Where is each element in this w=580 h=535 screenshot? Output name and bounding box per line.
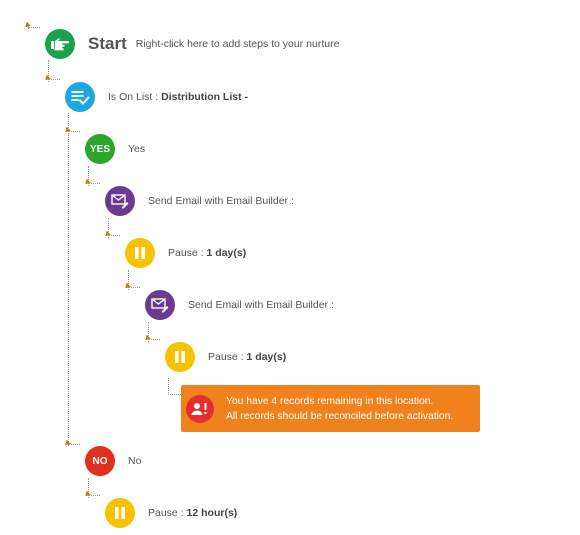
condition-label: Is On List : Distribution List - — [108, 91, 248, 103]
connector-pause2-h — [168, 394, 181, 395]
warning-line-1: You have 4 records remaining in this loc… — [226, 395, 434, 407]
no-badge-text: NO — [92, 455, 108, 467]
pause-value-3: 12 hour(s) — [186, 507, 238, 519]
send-email-label-2: Send Email with Email Builder : — [188, 299, 334, 311]
expand-toggle-start[interactable] — [23, 21, 31, 30]
connector-pause2-v — [168, 378, 169, 395]
pause-value-2: 1 day(s) — [246, 351, 287, 363]
connector-start-h — [48, 79, 60, 80]
connector-cond-h-no — [68, 444, 80, 445]
start-hint: Right-click here to add steps to your nu… — [135, 38, 340, 50]
pause-label-1: Pause : 1 day(s) — [168, 247, 246, 259]
pause-icon — [105, 498, 135, 528]
expand-toggle-pause3[interactable] — [83, 490, 91, 499]
no-label: No — [128, 455, 142, 467]
yes-branch-node[interactable]: YES Yes — [85, 134, 145, 164]
connector-no-h — [88, 495, 100, 496]
warning-text: You have 4 records remaining in this loc… — [226, 394, 453, 424]
expand-toggle-no[interactable] — [63, 439, 71, 448]
send-email-label-1: Send Email with Email Builder : — [148, 195, 294, 207]
yes-label: Yes — [128, 143, 146, 155]
connector-cond-h-yes — [68, 131, 80, 132]
expand-toggle-yes[interactable] — [63, 126, 71, 135]
condition-prefix: Is On List : — [108, 91, 162, 103]
expand-toggle-email1[interactable] — [83, 178, 91, 187]
pause-label-3: Pause : 12 hour(s) — [148, 507, 237, 519]
send-email-node-1[interactable]: Send Email with Email Builder : — [105, 186, 294, 216]
pause-node-3[interactable]: Pause : 12 hour(s) — [105, 498, 237, 528]
connector-root-h — [28, 27, 40, 28]
pause-value-1: 1 day(s) — [206, 247, 247, 259]
connector-no-v — [88, 478, 89, 498]
connector-start-v — [48, 60, 49, 82]
pointing-hand-icon — [45, 29, 75, 59]
user-alert-icon — [186, 394, 214, 423]
expand-toggle-pause1[interactable] — [103, 230, 111, 239]
warning-line-2: All records should be reconciled before … — [226, 410, 454, 422]
expand-toggle-pause2[interactable] — [143, 334, 151, 343]
reconcile-warning[interactable]: You have 4 records remaining in this loc… — [181, 385, 480, 432]
no-branch-node[interactable]: NO No — [85, 446, 141, 476]
list-check-icon — [65, 82, 95, 112]
expand-toggle-email2[interactable] — [123, 282, 131, 291]
connector-email2-v — [148, 322, 149, 342]
pause-label-2: Pause : 1 day(s) — [208, 351, 286, 363]
pause-node-1[interactable]: Pause : 1 day(s) — [125, 238, 246, 268]
condition-node[interactable]: Is On List : Distribution List - — [65, 82, 248, 112]
connector-pause1-h — [128, 287, 140, 288]
connector-email2-h — [148, 339, 160, 340]
pause-prefix-2: Pause : — [208, 351, 247, 363]
yes-badge: YES — [85, 134, 115, 164]
connector-email1-v — [108, 218, 109, 238]
pause-prefix-1: Pause : — [168, 247, 207, 259]
no-badge: NO — [85, 446, 115, 476]
start-node[interactable]: Start Right-click here to add steps to y… — [45, 29, 339, 59]
send-email-node-2[interactable]: Send Email with Email Builder : — [145, 290, 334, 320]
pause-node-2[interactable]: Pause : 1 day(s) — [165, 342, 286, 372]
connector-pause1-v — [128, 270, 129, 290]
start-title: Start — [88, 34, 127, 53]
connector-yes-h — [88, 183, 100, 184]
yes-badge-text: YES — [89, 143, 110, 155]
email-edit-icon — [105, 186, 135, 216]
pause-icon — [165, 342, 195, 372]
connector-email1-h — [108, 235, 120, 236]
condition-value: Distribution List - — [161, 91, 249, 103]
connector-cond-v — [68, 113, 69, 446]
expand-toggle-condition[interactable] — [43, 74, 51, 83]
connector-yes-v — [88, 166, 89, 186]
pause-icon — [125, 238, 155, 268]
email-edit-icon — [145, 290, 175, 320]
pause-prefix-3: Pause : — [148, 507, 187, 519]
